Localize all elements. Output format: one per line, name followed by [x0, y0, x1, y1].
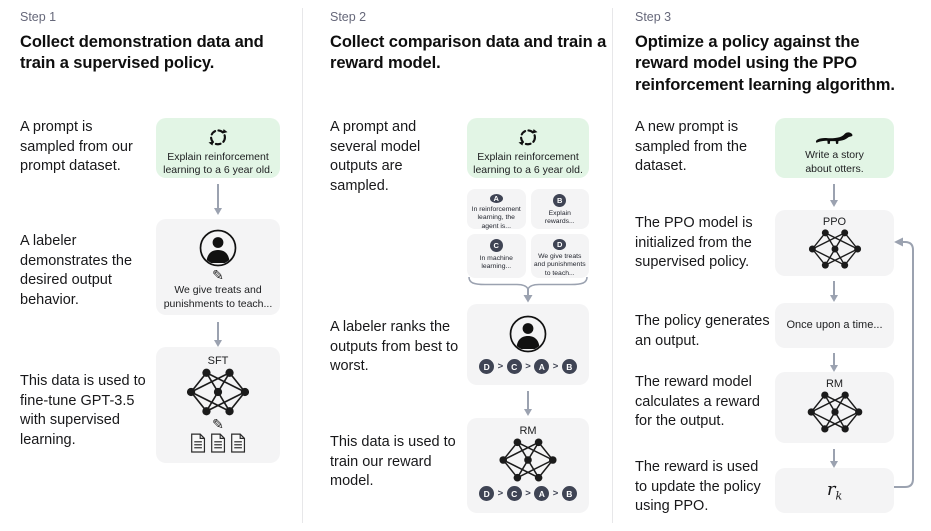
arrow-down	[833, 449, 835, 461]
model-label: SFT	[207, 355, 229, 367]
output-text: In reinforcement learning, the agent is.…	[471, 206, 521, 230]
brace-connector	[468, 276, 588, 303]
ranking-badge: B	[561, 486, 577, 501]
annotation-finetune-sft: This data is used to fine-tune GPT-3.5 w…	[20, 373, 146, 449]
output-box-c: C In machine learning...	[467, 234, 526, 278]
document-icon	[210, 433, 225, 453]
ranking-badge: B	[561, 359, 577, 374]
reward-box: rk	[775, 468, 894, 513]
step2-column: Step 2 Collect comparison data and train…	[303, 0, 612, 531]
arrow-down	[833, 281, 835, 295]
labeler-ranking-box: D > C > A > B	[467, 304, 589, 385]
arrow-down	[833, 353, 835, 365]
rm-model-box: RM D > C > A > B	[467, 418, 589, 513]
policy-output-box: Once upon a time...	[775, 303, 894, 348]
arrow-down	[217, 322, 219, 340]
annotation-update-policy: The reward is used to update the policy …	[635, 459, 761, 515]
prompt-box-text: Write a story about otters.	[805, 149, 864, 175]
greater-than-separator: >	[525, 488, 531, 499]
step-title: Optimize a policy against the reward mod…	[635, 33, 895, 94]
column-divider	[612, 8, 613, 523]
greater-than-separator: >	[497, 361, 504, 372]
document-icon	[190, 433, 205, 453]
step-label: Step 2	[330, 10, 367, 24]
rm-model-box: RM	[775, 372, 894, 443]
output-box-d: D We give treats and punishments to teac…	[530, 234, 589, 278]
ranking-row: D > C > A > B	[479, 486, 577, 501]
step-label: Step 1	[20, 10, 57, 24]
sft-model-box: SFT ✎	[156, 347, 280, 463]
annotation-ppo-init: The PPO model is initialized from the su…	[635, 215, 753, 271]
annotation-labeler-ranks: A labeler ranks the outputs from best to…	[330, 319, 459, 375]
neural-net-icon	[498, 437, 558, 483]
prompt-box-text: Explain reinforcement learning to a 6 ye…	[473, 150, 583, 177]
annotation-labeler-demonstrates: A labeler demonstrates the desired outpu…	[20, 233, 133, 309]
column-divider	[302, 8, 303, 523]
person-icon	[198, 228, 238, 268]
output-letter-badge: B	[553, 194, 567, 207]
step3-column: Step 3 Optimize a policy against the rew…	[613, 0, 931, 531]
output-box-b: B Explain rewards...	[530, 189, 589, 229]
prompt-box: Explain reinforcement learning to a 6 ye…	[156, 118, 280, 178]
ranking-row: D > C > A > B	[479, 359, 577, 374]
model-outputs-grid: A In reinforcement learning, the agent i…	[467, 189, 589, 278]
greater-than-separator: >	[525, 361, 531, 372]
prompt-box: Explain reinforcement learning to a 6 ye…	[467, 118, 589, 178]
greater-than-separator: >	[552, 488, 559, 499]
policy-output-text: Once upon a time...	[786, 319, 883, 332]
greater-than-separator: >	[552, 361, 559, 372]
annotation-prompt-sampled: A prompt is sampled from our prompt data…	[20, 119, 133, 175]
pencil-icon: ✎	[212, 267, 224, 283]
neural-net-icon	[807, 228, 862, 270]
ranking-badge: D	[479, 486, 495, 501]
annotation-policy-output: The policy generates an output.	[635, 313, 770, 349]
output-letter-badge: D	[553, 239, 567, 250]
ppo-model-box: PPO	[775, 210, 894, 276]
documents-row	[190, 433, 247, 454]
annotation-rm-reward: The reward model calculates a reward for…	[635, 374, 760, 430]
step-title: Collect comparison data and train a rewa…	[330, 33, 607, 73]
output-text: We give treats and punishments to teach.…	[533, 252, 586, 277]
model-label: PPO	[822, 216, 847, 228]
labeler-box: ✎ We give treats and punishments to teac…	[156, 219, 280, 315]
prompt-box: Write a story about otters.	[775, 118, 894, 178]
pencil-icon: ✎	[212, 416, 224, 432]
ranking-badge: A	[534, 359, 550, 374]
person-icon	[508, 314, 548, 354]
step-title: Collect demonstration data and train a s…	[20, 33, 264, 73]
step-label: Step 3	[635, 10, 672, 24]
ranking-badge: D	[479, 359, 495, 374]
arrow-down	[833, 184, 835, 200]
greater-than-separator: >	[497, 488, 504, 499]
output-text: In machine learning...	[479, 255, 513, 271]
model-label: RM	[519, 425, 537, 437]
labeler-box-text: We give treats and punishments to teach.…	[163, 284, 273, 310]
neural-net-icon	[806, 390, 863, 434]
ranking-badge: A	[534, 486, 550, 501]
model-label: RM	[825, 378, 844, 390]
output-letter-badge: C	[489, 239, 503, 252]
ranking-badge: C	[506, 359, 522, 374]
annotation-new-prompt: A new prompt is sampled from the dataset…	[635, 119, 748, 175]
output-letter-badge: A	[489, 194, 503, 203]
output-text: Explain rewards...	[544, 210, 575, 226]
reward-symbol: rk	[826, 478, 843, 503]
step1-column: Step 1 Collect demonstration data and tr…	[0, 0, 302, 531]
annotation-outputs-sampled: A prompt and several model outputs are s…	[330, 119, 421, 195]
arrow-down	[217, 184, 219, 208]
cycle-icon	[517, 128, 539, 147]
output-box-a: A In reinforcement learning, the agent i…	[467, 189, 526, 230]
prompt-box-text: Explain reinforcement learning to a 6 ye…	[163, 150, 273, 177]
otter-icon	[815, 132, 852, 144]
arrow-down	[527, 391, 529, 409]
document-icon	[230, 433, 245, 453]
cycle-icon	[207, 128, 229, 147]
neural-net-icon	[187, 367, 249, 417]
annotation-train-rm: This data is used to train our reward mo…	[330, 434, 456, 490]
ranking-badge: C	[506, 486, 522, 501]
